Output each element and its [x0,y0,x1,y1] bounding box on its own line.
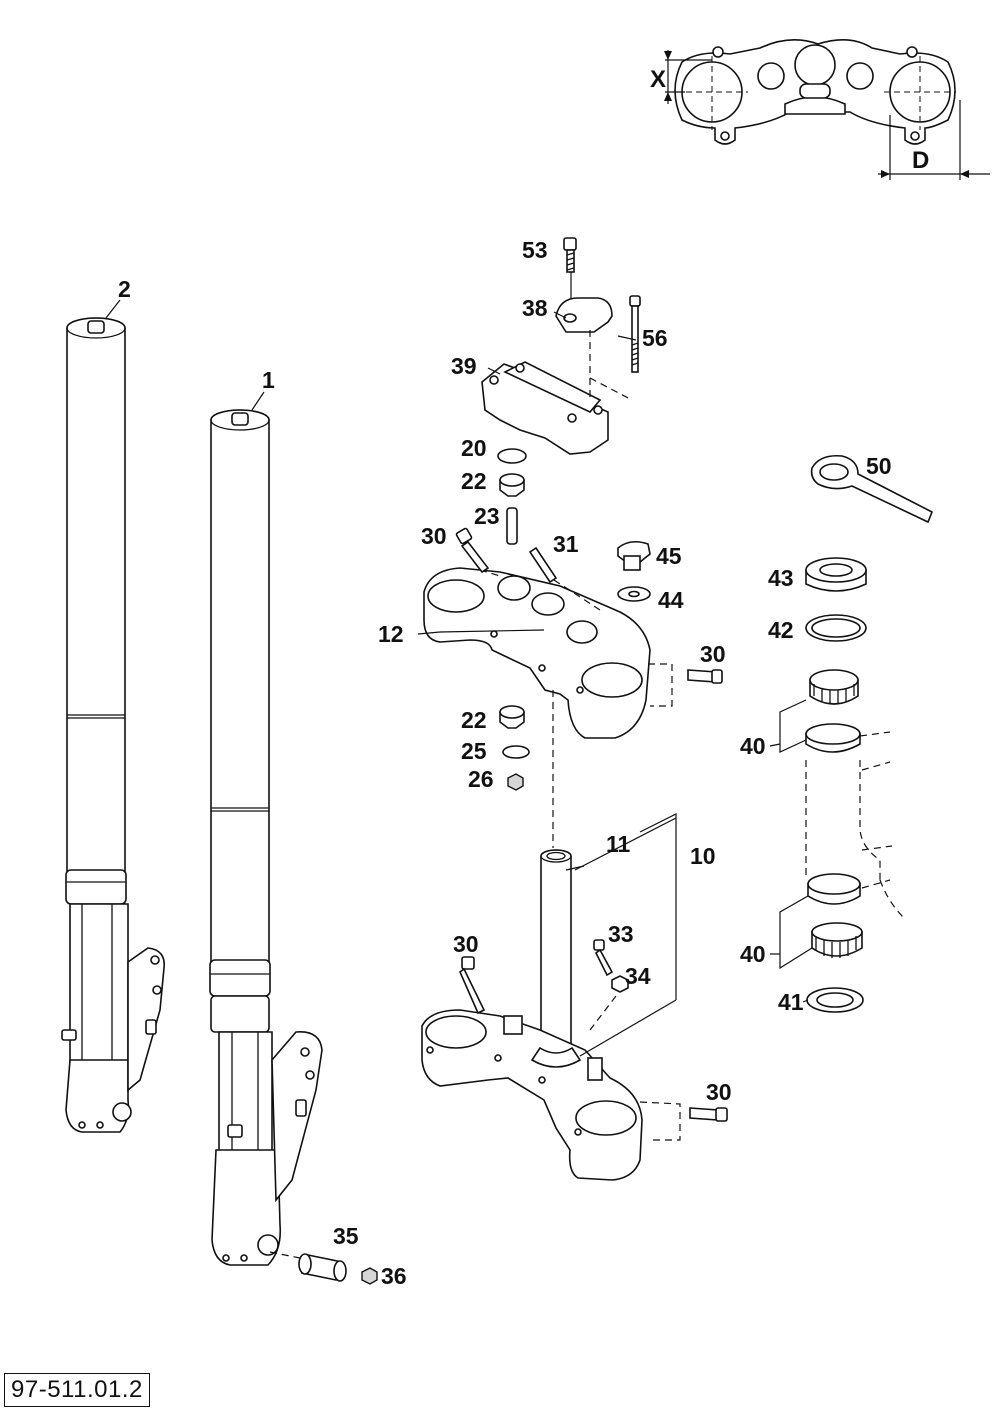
bolt-33 [593,939,614,977]
washer-44 [617,586,651,602]
bolt-30-lower-right [639,1101,728,1141]
part-labels: 2 1 53 38 56 39 20 22 23 30 31 45 44 12 … [118,237,892,1289]
axle-sleeve-35 [269,1251,347,1282]
label-part-22-top: 22 [461,468,487,494]
bearing-40-upper [805,669,861,753]
seal-43 [805,557,867,592]
rubber-bushing-22-bottom [499,705,525,729]
label-part-20: 20 [461,435,487,461]
label-part-40-lower: 40 [740,941,766,967]
label-part-45: 45 [656,543,682,569]
leader-lines [105,299,813,1057]
nut-26 [507,773,524,791]
label-part-41: 41 [778,989,804,1015]
nut-36 [361,1267,378,1285]
label-part-26: 26 [468,766,494,792]
bolt-30-lower-left [459,956,486,1015]
label-part-30-d: 30 [706,1079,732,1105]
label-part-35: 35 [333,1223,359,1249]
handlebar-clamp-39 [481,330,633,455]
label-part-22-bottom: 22 [461,707,487,733]
label-part-56: 56 [642,325,668,351]
spanner-wrench-50 [810,454,934,524]
bolt-56 [629,295,641,373]
label-part-43: 43 [768,565,794,591]
steering-head-tube [805,731,905,919]
drawing-code: 97-511.01.2 [4,1373,150,1407]
bolt-31 [528,546,601,611]
label-part-44: 44 [658,587,684,613]
label-part-23: 23 [474,503,500,529]
label-part-31: 31 [553,531,579,557]
ring-42 [805,614,867,642]
handlebar-clamp-38 [555,272,613,333]
upper-triple-clamp-12 [423,567,651,739]
label-part-30-c: 30 [453,931,479,957]
bearing-40-lower [807,873,863,958]
label-part-10: 10 [690,843,716,869]
label-part-38: 38 [522,295,548,321]
dimension-x-label: X [650,66,666,93]
label-part-30-b: 30 [700,641,726,667]
fork-leg-2 [61,317,165,1133]
label-part-25: 25 [461,738,487,764]
label-part-50: 50 [866,453,892,479]
label-part-53: 53 [522,237,548,263]
label-part-33: 33 [608,921,634,947]
dimension-d-label: D [912,147,929,174]
steering-stem-11 [540,690,572,1049]
lower-triple-clamp-10 [421,1009,643,1181]
label-part-40-upper: 40 [740,733,766,759]
label-part-34: 34 [625,963,651,989]
seal-41 [806,987,864,1013]
fork-leg-1 [209,409,323,1266]
label-part-12: 12 [378,621,404,647]
label-part-11: 11 [606,831,631,857]
washer-20 [497,448,527,464]
cap-45 [617,540,651,571]
bolt-30-upper-right [648,663,723,707]
label-part-30-a: 30 [421,523,447,549]
bolt-53 [563,237,577,273]
label-part-42: 42 [768,617,794,643]
label-part-2: 2 [118,276,131,302]
sleeve-23 [506,507,518,545]
label-part-1: 1 [262,367,275,393]
washer-34 [589,975,629,1031]
label-part-39: 39 [451,353,477,379]
label-part-36: 36 [381,1263,407,1289]
bolt-30-upper-left [455,527,490,574]
washer-25 [502,745,530,759]
rubber-bushing-22-top [499,473,525,497]
triple-clamp-dimension-view: X D [650,39,990,180]
